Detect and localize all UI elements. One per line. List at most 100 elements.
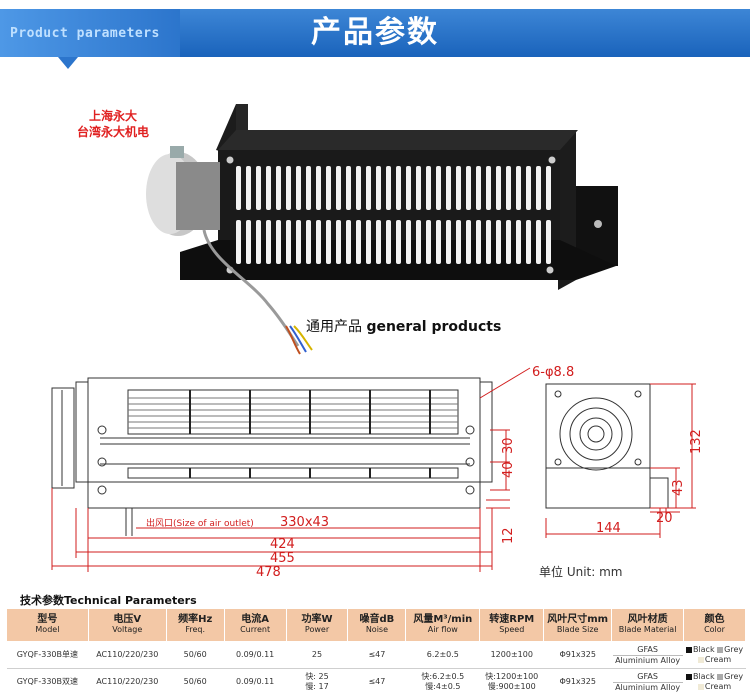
drawing-right-plate: [479, 381, 493, 483]
drawing-side-hole: [634, 390, 642, 398]
photo-wire-yellow: [293, 325, 313, 351]
cell-model: GYQF-330B双速: [6, 668, 89, 692]
swatch-grey: [717, 673, 724, 680]
drawing-bottom-bracket: [87, 482, 481, 509]
drawing-grille-top: [127, 389, 459, 435]
drawing-outlet-lines: [100, 437, 470, 465]
dim-40: 40: [501, 461, 516, 478]
general-caption-cn: 通用产品: [306, 319, 367, 335]
drawing-side-motor-ring: [579, 417, 613, 451]
drawing-hole: [97, 425, 107, 435]
dim-43: 43: [671, 479, 686, 496]
drawing-wire: [125, 508, 133, 536]
photo-motor-body: [176, 162, 220, 230]
technical-drawing: 6-φ8.8 出风口(Size of air outlet) 330x43 42…: [51, 365, 704, 580]
swatch-black: [685, 673, 692, 680]
drawing-side-hole: [554, 390, 562, 398]
cell-noise: ≤47: [347, 668, 406, 692]
drawing-hole: [465, 425, 475, 435]
photo-screw: [594, 220, 602, 228]
dim-132: 132: [689, 429, 704, 454]
page-title: 产品参数: [311, 15, 439, 50]
drawing-hole: [97, 485, 107, 495]
photo-screw: [546, 266, 554, 274]
cell-freq: 50/60: [166, 641, 225, 669]
cell-freq: 50/60: [166, 668, 225, 692]
cell-model: GYQF-330B单速: [6, 641, 89, 669]
maker-label: 上海永大 台湾永大机电: [58, 108, 168, 140]
drawing-grille-ribs: [189, 468, 431, 478]
drawing-hole: [465, 485, 475, 495]
drawing-grille-ribs: [189, 390, 431, 434]
dimension-lines-front: [51, 367, 531, 572]
cell-blade-size: Φ91x325: [543, 641, 612, 669]
drawing-motor-box: [51, 387, 75, 489]
drawing-side-shaft: [587, 425, 605, 443]
dim-holes-label: 6-φ8.8: [532, 365, 574, 380]
dim-12: 12: [501, 527, 516, 544]
swatch-grey: [717, 646, 724, 653]
product-photo: [146, 104, 618, 355]
drawing-hole: [97, 457, 107, 467]
photo-housing-top: [218, 130, 578, 150]
dim-outlet-size: 330x43: [280, 515, 329, 530]
unit-note: 单位 Unit: mm: [539, 565, 623, 579]
swatch-cream: [697, 656, 704, 663]
table-row: GYQF-330B单速 AC110/220/230 50/60 0.09/0.1…: [6, 641, 746, 669]
drawing-left-plate: [75, 381, 89, 483]
photo-screw: [226, 156, 234, 164]
drawing-side-base: [546, 467, 650, 509]
dim-424: 424: [270, 537, 295, 552]
cell-current: 0.09/0.11: [224, 641, 287, 669]
cell-speed: 1200±100: [479, 641, 544, 669]
photo-wire-brown: [285, 325, 301, 355]
cell-voltage: AC110/220/230: [88, 668, 167, 692]
cell-color: Black Grey Cream: [683, 668, 746, 692]
maker-line-2: 台湾永大机电: [76, 125, 149, 139]
drawing-hole: [465, 457, 475, 467]
swatch-cream: [697, 683, 704, 690]
drawing-side-motor: [559, 397, 633, 471]
banner-notch: [58, 57, 78, 69]
dimension-lines-side: [545, 383, 696, 538]
drawing-side-bracket: [650, 477, 669, 509]
cell-blade-size: Φ91x325: [543, 668, 612, 692]
dim-144: 144: [596, 521, 621, 536]
photo-motor-terminal: [170, 146, 184, 158]
dim-outlet-caption: 出风口(Size of air outlet): [146, 517, 254, 529]
cell-noise: ≤47: [347, 641, 406, 669]
photo-grille: [236, 166, 551, 264]
dim-455: 455: [270, 551, 295, 566]
drawing-grille-lines: [128, 397, 458, 429]
dim-20: 20: [656, 511, 673, 526]
cell-color: Black Grey Cream: [683, 641, 746, 669]
cell-airflow: 6.2±0.5: [405, 641, 480, 669]
drawing-side-hole: [634, 458, 642, 466]
general-caption-en: general products: [366, 319, 502, 335]
drawing-grille-bottom: [127, 467, 459, 479]
cell-power: 25: [286, 641, 348, 669]
photo-screw: [548, 156, 556, 164]
maker-line-1: 上海永大: [88, 109, 137, 123]
table-row: GYQF-330B双速 AC110/220/230 50/60 0.09/0.1…: [6, 668, 746, 692]
cell-current: 0.09/0.11: [224, 668, 287, 692]
photo-wire-blue: [289, 325, 307, 353]
general-products-caption: 通用产品 general products: [306, 316, 501, 336]
dim-478: 478: [256, 565, 281, 580]
